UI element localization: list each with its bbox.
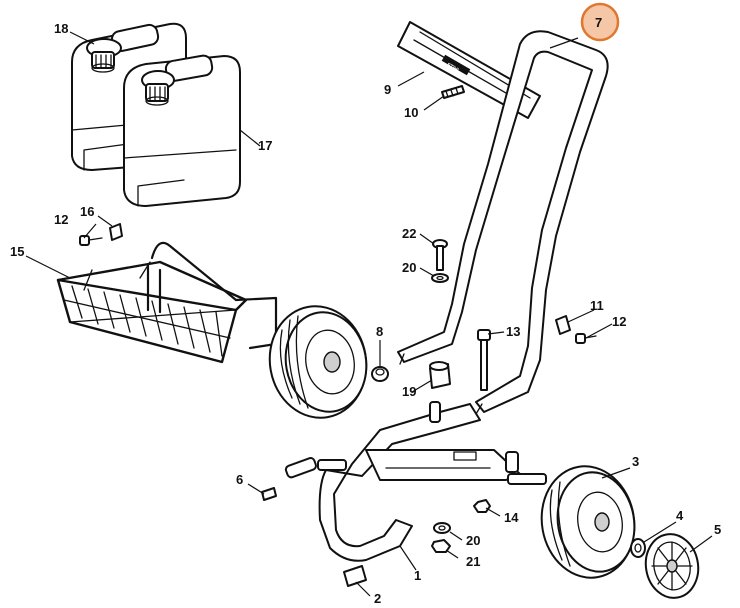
callout-6[interactable]: 6 — [236, 472, 243, 487]
handle-screw[interactable] — [441, 85, 465, 99]
callout-18[interactable]: 18 — [54, 21, 68, 36]
callout-5[interactable]: 5 — [714, 522, 721, 537]
wheel-washer[interactable] — [630, 538, 646, 558]
hub-cap[interactable] — [641, 530, 703, 602]
side-nut[interactable] — [555, 315, 571, 335]
handle-frame[interactable] — [397, 30, 609, 415]
frame-bolt-upper[interactable] — [432, 239, 448, 271]
callout-2[interactable]: 2 — [374, 591, 381, 606]
washer-lower[interactable] — [433, 522, 451, 534]
callout-labels: 1 2 3 4 5 6 7 8 9 10 11 12 12 13 14 15 1… — [10, 15, 721, 606]
basket-screw[interactable] — [79, 235, 103, 246]
callout-14[interactable]: 14 — [504, 510, 519, 525]
wheel-left[interactable] — [261, 299, 375, 426]
leader-lines — [25, 31, 713, 597]
callout-16[interactable]: 16 — [80, 204, 94, 219]
callout-21[interactable]: 21 — [466, 554, 480, 569]
callout-8[interactable]: 8 — [376, 324, 383, 339]
callout-12-right[interactable]: 12 — [612, 314, 626, 329]
highlight-ring — [582, 4, 618, 40]
callout-10[interactable]: 10 — [404, 105, 418, 120]
side-screw[interactable] — [575, 333, 597, 344]
callout-15[interactable]: 15 — [10, 244, 24, 259]
canister-front[interactable] — [123, 54, 241, 207]
washer-upper[interactable] — [431, 273, 449, 283]
basket-clip[interactable] — [109, 223, 123, 241]
callout-17[interactable]: 17 — [258, 138, 272, 153]
canister-cap-back[interactable] — [86, 38, 122, 73]
pivot-pin[interactable] — [261, 487, 277, 501]
callout-19[interactable]: 19 — [402, 384, 416, 399]
callout-4[interactable]: 4 — [676, 508, 684, 523]
callout-13[interactable]: 13 — [506, 324, 520, 339]
axle-bushing[interactable] — [429, 361, 451, 389]
highlight-ring-stroke — [580, 2, 620, 42]
frame-bolt[interactable] — [477, 329, 491, 391]
callout-22[interactable]: 22 — [402, 226, 416, 241]
lower-nut[interactable] — [431, 539, 451, 553]
hex-nut[interactable] — [473, 499, 491, 513]
wheel-right[interactable] — [533, 459, 643, 585]
callout-20-upper[interactable]: 20 — [402, 260, 416, 275]
foot-bumper[interactable] — [343, 565, 367, 587]
callout-9[interactable]: 9 — [384, 82, 391, 97]
end-cap[interactable] — [371, 366, 389, 382]
callout-3[interactable]: 3 — [632, 454, 639, 469]
handle-grip[interactable]: STIHL — [397, 21, 541, 119]
wire-basket[interactable] — [56, 241, 278, 364]
callout-12-left[interactable]: 12 — [54, 212, 68, 227]
callout-1[interactable]: 1 — [414, 568, 421, 583]
canister-cap-front[interactable] — [141, 70, 175, 106]
base-frame[interactable] — [284, 401, 547, 562]
callout-11[interactable]: 11 — [590, 298, 604, 313]
callout-20-lower[interactable]: 20 — [466, 533, 480, 548]
callout-7[interactable]: 7 — [595, 15, 602, 30]
